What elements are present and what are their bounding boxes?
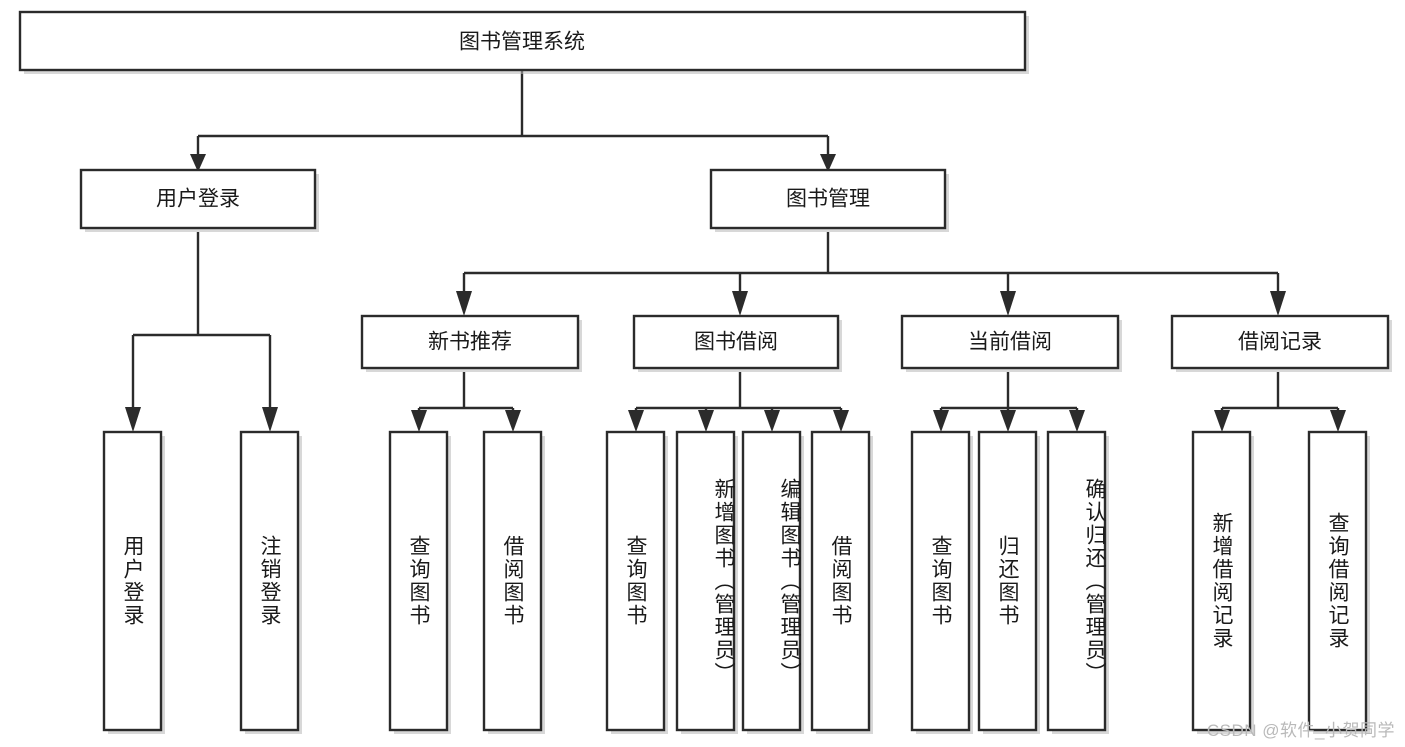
connector-group-root bbox=[190, 71, 836, 172]
arrow-head-icon bbox=[125, 407, 141, 432]
arrow-head-icon bbox=[1069, 410, 1085, 432]
arrow-head-icon bbox=[190, 154, 206, 172]
connector-group-user-login bbox=[125, 232, 278, 432]
node-leaf-logout[interactable] bbox=[239, 430, 302, 734]
arrow-head-icon bbox=[1214, 410, 1230, 432]
node-leaf-nb-borrow-book[interactable] bbox=[482, 430, 545, 734]
node-leaf-bb-add-book[interactable] bbox=[675, 430, 738, 734]
node-leaf-cb-query-book[interactable] bbox=[910, 430, 973, 734]
node-leaf-br-add-record[interactable] bbox=[1191, 430, 1254, 734]
node-current-borrow[interactable]: 当前借阅 bbox=[900, 314, 1122, 372]
connector-group-book-manage bbox=[456, 232, 1286, 316]
node-user-login[interactable]: 用户登录 bbox=[79, 168, 319, 232]
node-new-book-label: 新书推荐 bbox=[428, 331, 512, 354]
arrow-head-icon bbox=[833, 410, 849, 432]
node-root-label: 图书管理系统 bbox=[459, 31, 585, 54]
arrow-head-icon bbox=[764, 410, 780, 432]
connector-group-book-borrow bbox=[628, 372, 849, 432]
arrow-head-icon bbox=[1330, 410, 1346, 432]
node-leaf-cb-confirm-return[interactable] bbox=[1046, 430, 1109, 734]
leaf-boxes bbox=[102, 430, 1370, 734]
node-borrow-record[interactable]: 借阅记录 bbox=[1170, 314, 1392, 372]
node-leaf-cb-return-book[interactable] bbox=[977, 430, 1040, 734]
arrow-head-icon bbox=[411, 410, 427, 432]
arrow-head-icon bbox=[1270, 291, 1286, 316]
arrow-head-icon bbox=[732, 291, 748, 316]
connector-group-borrow-record bbox=[1214, 372, 1346, 432]
node-new-book[interactable]: 新书推荐 bbox=[360, 314, 582, 372]
node-leaf-nb-query-book[interactable] bbox=[388, 430, 451, 734]
node-leaf-br-query-record[interactable] bbox=[1307, 430, 1370, 734]
node-current-borrow-label: 当前借阅 bbox=[968, 331, 1052, 354]
node-borrow-record-label: 借阅记录 bbox=[1238, 331, 1322, 354]
arrow-head-icon bbox=[456, 291, 472, 316]
node-leaf-user-login[interactable] bbox=[102, 430, 165, 734]
node-user-login-label: 用户登录 bbox=[156, 188, 240, 211]
arrow-head-icon bbox=[1000, 410, 1016, 432]
connector-group-new-book bbox=[411, 372, 521, 432]
node-book-borrow-label: 图书借阅 bbox=[694, 331, 778, 354]
node-book-borrow[interactable]: 图书借阅 bbox=[632, 314, 842, 372]
arrow-head-icon bbox=[1000, 291, 1016, 316]
node-root[interactable]: 图书管理系统 bbox=[18, 10, 1029, 74]
arrow-head-icon bbox=[933, 410, 949, 432]
arrow-head-icon bbox=[505, 410, 521, 432]
connector-group-current-borrow bbox=[933, 372, 1085, 432]
node-leaf-bb-borrow-book[interactable] bbox=[810, 430, 873, 734]
node-leaf-bb-query-book[interactable] bbox=[605, 430, 668, 734]
arrow-head-icon bbox=[262, 407, 278, 432]
arrow-head-icon bbox=[820, 154, 836, 172]
csdn-watermark: CSDN @软件_小贺同学 bbox=[1206, 721, 1395, 740]
node-leaf-bb-edit-book[interactable] bbox=[741, 430, 804, 734]
arrow-head-icon bbox=[698, 410, 714, 432]
node-book-manage[interactable]: 图书管理 bbox=[709, 168, 949, 232]
arrow-head-icon bbox=[628, 410, 644, 432]
node-book-manage-label: 图书管理 bbox=[786, 188, 870, 211]
